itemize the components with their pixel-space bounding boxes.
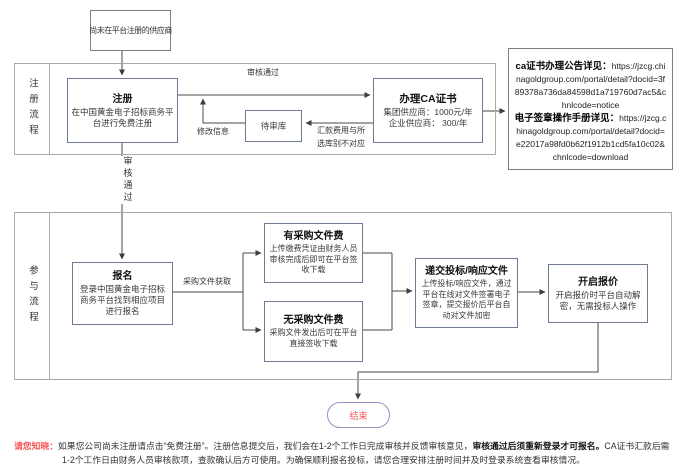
footer-notice-label: 请您知晓： (14, 441, 58, 451)
submit-bid-title: 递交投标/响应文件 (425, 266, 508, 277)
participate-section-title: 参与流程 (27, 265, 38, 327)
signup-node: 报名 登录中国黄金电子招标商务平台找到相应项目进行报名 (72, 262, 173, 325)
open-bid-body: 开启报价时平台自动解密，无需投标人操作 (555, 289, 641, 311)
edge-label-remit-mismatch-line1: 汇款费用与所 (317, 126, 365, 135)
signup-node-title: 报名 (112, 271, 133, 282)
start-node-label: 尚未在平台注册的供应商 (89, 26, 172, 35)
register-node-title: 注册 (112, 93, 133, 105)
open-bid-title: 开启报价 (578, 276, 618, 288)
participate-section-label-column: 参与流程 (15, 213, 50, 379)
edge-label-modify-info: 修改信息 (197, 127, 229, 137)
pending-library-label: 待审库 (260, 120, 287, 131)
participate-section-frame: 参与流程 (14, 212, 672, 380)
pending-library-node: 待审库 (245, 110, 302, 142)
edge-label-review-pass-vertical: 审核通过 (121, 156, 134, 204)
no-fee-node-title: 无采购文件费 (283, 315, 344, 326)
ca-node-title: 办理CA证书 (399, 92, 457, 105)
edge-label-remit-mismatch-line2: 选库别不对应 (317, 139, 365, 148)
ca-certificate-node: 办理CA证书 集团供应商：1000元/年 企业供应商： 300/年 (373, 78, 483, 143)
register-section-label-column: 注册流程 (15, 64, 50, 154)
edge-label-remit-mismatch: 汇款费用与所 选库别不对应 (310, 126, 372, 149)
end-node-label: 结束 (349, 410, 368, 421)
footer-notice-text1: 如果您公司尚未注册请点击“免费注册”。注册信息提交后，我们会在1-2个工作日完成… (58, 441, 473, 451)
submit-bid-node: 递交投标/响应文件 上传投标/响应文件，通过平台在线对文件签署电子签章，提交报价… (415, 258, 518, 328)
info-panel: ca证书办理公告详见：https://jzcg.chinagoldgroup.c… (508, 48, 673, 170)
footer-notice-text2: CA证书汇款后需1-2个工作日由财务人员审核款项，查款确认后方可使用。为确保顺利… (62, 441, 670, 465)
edge-label-review-pass: 审核通过 (247, 68, 279, 78)
signup-node-body: 登录中国黄金电子招标商务平台找到相应项目进行报名 (79, 284, 165, 316)
signature-manual-title: 电子签章操作手册详见： (514, 113, 620, 124)
submit-bid-body: 上传投标/响应文件，通过平台在线对文件签署电子签章，提交报价后平台自动对文件加密 (421, 279, 512, 320)
register-node: 注册 在中国黄金电子招标商务平台进行免费注册 (67, 78, 178, 143)
footer-notice-bold: 审核通过后须重新登录才可报名。 (472, 441, 605, 451)
no-fee-node-body: 采购文件发出后可在平台直接签收下载 (269, 328, 358, 348)
signature-manual-url: https://jzcg.chinagoldgroup.com/portal/d… (516, 113, 667, 162)
fee-node-title: 有采购文件费 (283, 231, 344, 243)
fee-node-body: 上传缴费凭证由财务人员审核完成后即可在平台签收下载 (269, 244, 358, 275)
end-node: 结束 (327, 402, 390, 428)
ca-notice-url: https://jzcg.chinagoldgroup.com/portal/d… (514, 61, 667, 110)
register-node-body: 在中国黄金电子招标商务平台进行免费注册 (71, 106, 174, 128)
ca-notice-title: ca证书办理公告详见： (515, 61, 612, 72)
open-bid-node: 开启报价 开启报价时平台自动解密，无需投标人操作 (548, 264, 648, 323)
register-section-frame: 注册流程 (14, 63, 496, 155)
start-node-unregistered-supplier: 尚未在平台注册的供应商 (89, 10, 172, 51)
register-section-title: 注册流程 (27, 78, 38, 140)
no-fee-node: 无采购文件费 采购文件发出后可在平台直接签收下载 (264, 301, 363, 362)
ca-node-price-group: 集团供应商：1000元/年 (383, 106, 473, 117)
ca-node-price-company: 企业供应商： 300/年 (388, 117, 468, 128)
footer-notice: 请您知晓：如果您公司尚未注册请点击“免费注册”。注册信息提交后，我们会在1-2个… (14, 440, 674, 467)
fee-node: 有采购文件费 上传缴费凭证由财务人员审核完成后即可在平台签收下载 (264, 223, 363, 283)
edge-label-doc-fetch: 采购文件获取 (183, 277, 231, 287)
